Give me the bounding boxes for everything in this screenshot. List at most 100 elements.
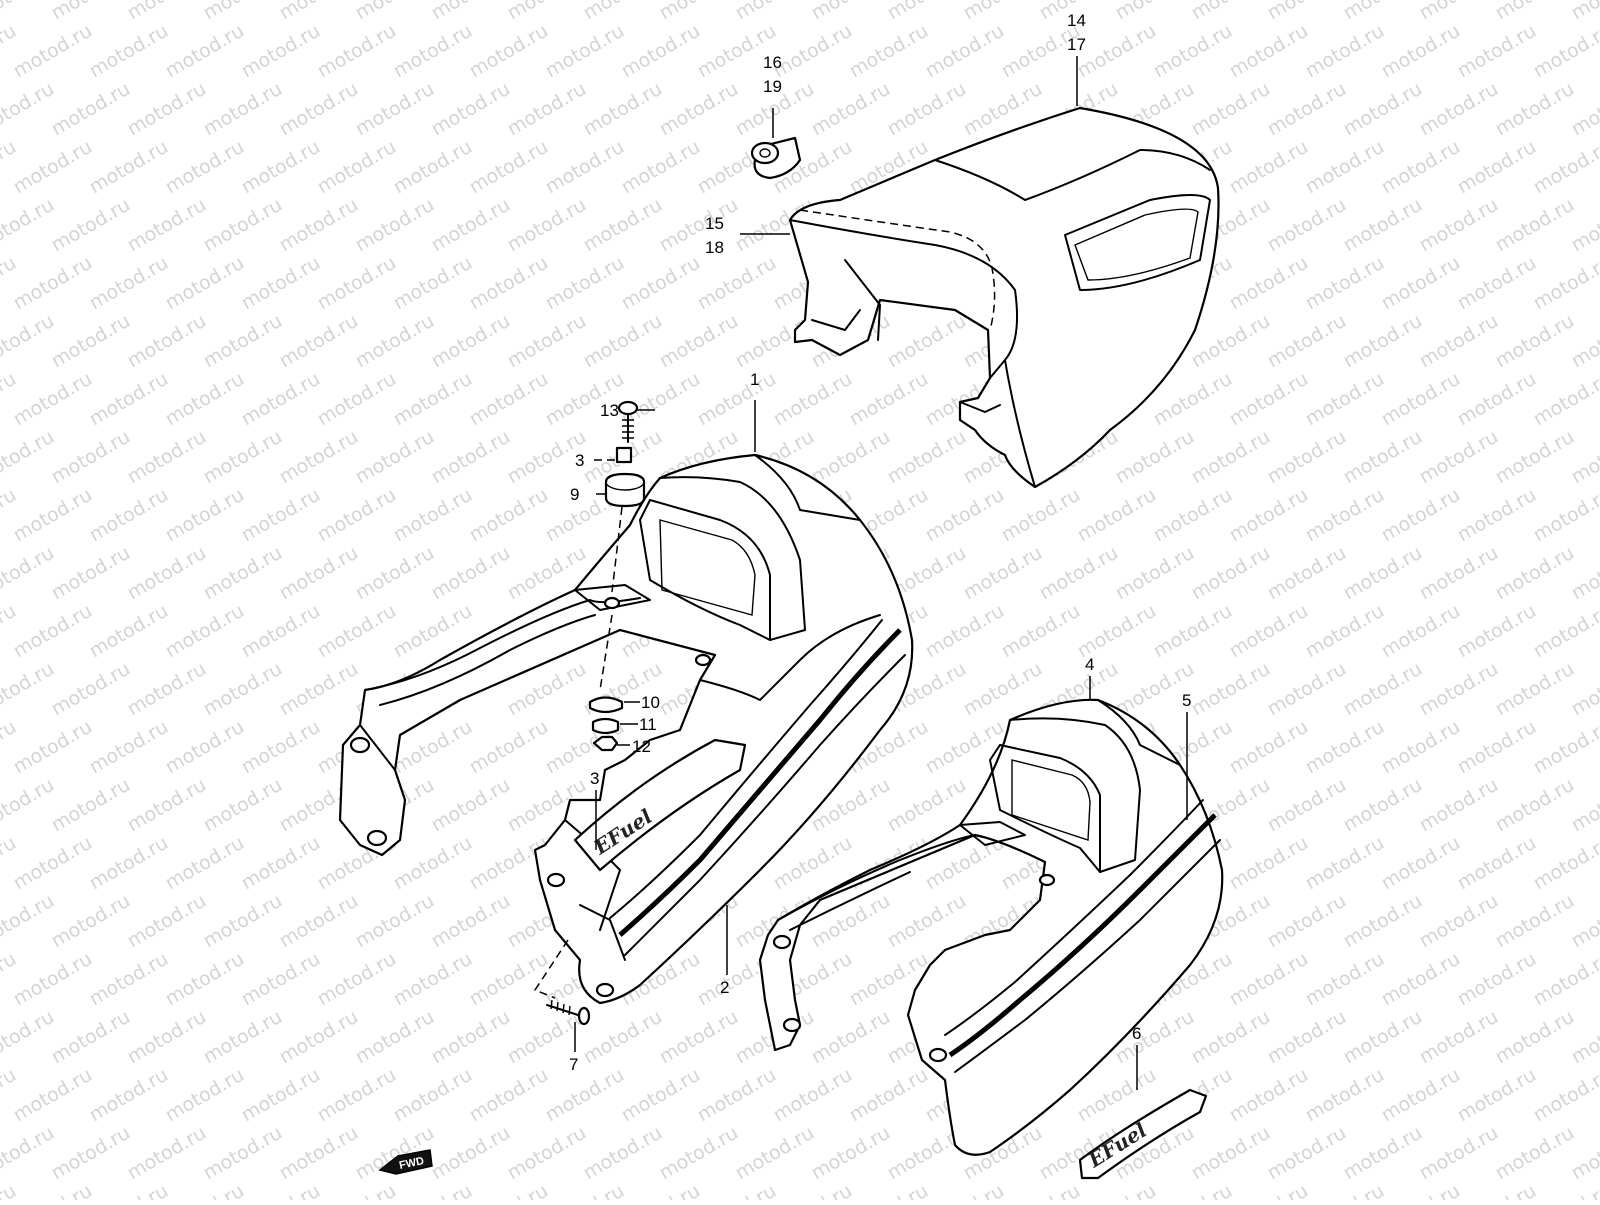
- watermark-text: motod.ru: [1226, 600, 1312, 663]
- watermark-text: motod.ru: [10, 20, 96, 83]
- watermark-text: motod.ru: [1530, 948, 1600, 1011]
- watermark-text: motod.ru: [732, 1122, 818, 1185]
- watermark-text: motod.ru: [1302, 368, 1388, 431]
- watermark-text: motod.ru: [48, 426, 134, 489]
- watermark-text: motod.ru: [276, 658, 362, 721]
- watermark-text: motod.ru: [618, 252, 704, 315]
- watermark-text: motod.ru: [922, 600, 1008, 663]
- watermark-text: motod.ru: [162, 832, 248, 895]
- watermark-text: motod.ru: [238, 948, 324, 1011]
- watermark-text: motod.ru: [1492, 426, 1578, 489]
- watermark-text: motod.ru: [1378, 600, 1464, 663]
- watermark-text: motod.ru: [1302, 20, 1388, 83]
- watermark-text: motod.ru: [808, 0, 894, 24]
- watermark-text: motod.ru: [1226, 136, 1312, 199]
- watermark-text: motod.ru: [86, 716, 172, 779]
- watermark-text: motod.ru: [1530, 136, 1600, 199]
- watermark-text: motod.ru: [1492, 774, 1578, 837]
- watermark-text: motod.ru: [314, 1064, 400, 1127]
- watermark-text: motod.ru: [884, 310, 970, 373]
- watermark-text: motod.ru: [1530, 716, 1600, 779]
- callout-7: 7: [569, 1055, 578, 1074]
- watermark-text: motod.ru: [770, 1064, 856, 1127]
- callout-3-upper: 3: [575, 451, 584, 470]
- watermark-text: motod.ru: [1264, 194, 1350, 257]
- watermark-text: motod.ru: [390, 136, 476, 199]
- watermark-text: motod.ru: [1492, 890, 1578, 953]
- callout-12: 12: [632, 737, 651, 756]
- callout-5: 5: [1182, 691, 1191, 710]
- watermark-text: motod.ru: [1226, 832, 1312, 895]
- watermark-text: motod.ru: [1530, 832, 1600, 895]
- watermark-text: motod.ru: [656, 0, 742, 24]
- watermark-text: motod.ru: [124, 658, 210, 721]
- watermark-text: motod.ru: [276, 542, 362, 605]
- watermark-text: motod.ru: [48, 1122, 134, 1185]
- watermark-text: motod.ru: [1530, 20, 1600, 83]
- watermark-text: motod.ru: [238, 600, 324, 663]
- watermark-text: motod.ru: [1416, 890, 1502, 953]
- watermark-text: motod.ru: [1530, 600, 1600, 663]
- watermark-text: motod.ru: [86, 136, 172, 199]
- watermark-text: motod.ru: [10, 832, 96, 895]
- watermark-text: motod.ru: [314, 136, 400, 199]
- watermark-text: motod.ru: [1112, 0, 1198, 24]
- watermark-text: motod.ru: [656, 194, 742, 257]
- watermark-text: motod.ru: [1340, 542, 1426, 605]
- watermark-text: motod.ru: [884, 0, 970, 24]
- watermark-text: motod.ru: [200, 310, 286, 373]
- watermark-text: motod.ru: [1340, 658, 1426, 721]
- watermark-text: motod.ru: [86, 1064, 172, 1127]
- watermark-text: motod.ru: [48, 658, 134, 721]
- callout-15: 15: [705, 214, 724, 233]
- watermark-text: motod.ru: [1416, 426, 1502, 489]
- callout-11: 11: [639, 715, 657, 734]
- watermark-text: motod.ru: [200, 0, 286, 24]
- watermark-text: motod.ru: [124, 310, 210, 373]
- watermark-text: motod.ru: [1492, 194, 1578, 257]
- watermark-text: motod.ru: [86, 368, 172, 431]
- watermark-text: motod.ru: [86, 948, 172, 1011]
- watermark-text: motod.ru: [1226, 716, 1312, 779]
- watermark-text: motod.ru: [238, 484, 324, 547]
- watermark-text: motod.ru: [1378, 136, 1464, 199]
- callout-19: 19: [763, 77, 782, 96]
- watermark-text: motod.ru: [352, 890, 438, 953]
- watermark-text: motod.ru: [1340, 1122, 1426, 1185]
- watermark-text: motod.ru: [48, 542, 134, 605]
- watermark-text: motod.ru: [580, 0, 666, 24]
- watermark-text: motod.ru: [1454, 1180, 1540, 1200]
- watermark-text: motod.ru: [428, 78, 514, 141]
- watermark-text: motod.ru: [200, 194, 286, 257]
- watermark-text: motod.ru: [428, 1006, 514, 1069]
- watermark-text: motod.ru: [200, 1122, 286, 1185]
- watermark-text: motod.ru: [1074, 1180, 1160, 1200]
- watermark-text: motod.ru: [124, 1006, 210, 1069]
- watermark-text: motod.ru: [884, 426, 970, 489]
- watermark-text: motod.ru: [1302, 252, 1388, 315]
- watermark-text: motod.ru: [10, 484, 96, 547]
- watermark-text: motod.ru: [504, 310, 590, 373]
- watermark-text: motod.ru: [238, 1064, 324, 1127]
- watermark-text: motod.ru: [1416, 310, 1502, 373]
- watermark-text: motod.ru: [1492, 658, 1578, 721]
- watermark-text: motod.ru: [1150, 484, 1236, 547]
- watermark-text: motod.ru: [124, 1122, 210, 1185]
- watermark-text: motod.ru: [1074, 20, 1160, 83]
- watermark-text: motod.ru: [1378, 832, 1464, 895]
- watermark-text: motod.ru: [1264, 542, 1350, 605]
- watermark-text: motod.ru: [1264, 426, 1350, 489]
- watermark-text: motod.ru: [1264, 890, 1350, 953]
- watermark-text: motod.ru: [314, 484, 400, 547]
- watermark-text: motod.ru: [428, 890, 514, 953]
- callout-4: 4: [1085, 655, 1094, 674]
- watermark-text: motod.ru: [542, 136, 628, 199]
- callout-14: 14: [1067, 11, 1086, 30]
- watermark-text: motod.ru: [428, 774, 514, 837]
- watermark-text: motod.ru: [314, 368, 400, 431]
- watermark-text: motod.ru: [124, 426, 210, 489]
- watermark-text: motod.ru: [238, 20, 324, 83]
- watermark-text: motod.ru: [0, 890, 58, 953]
- watermark-text: motod.ru: [200, 78, 286, 141]
